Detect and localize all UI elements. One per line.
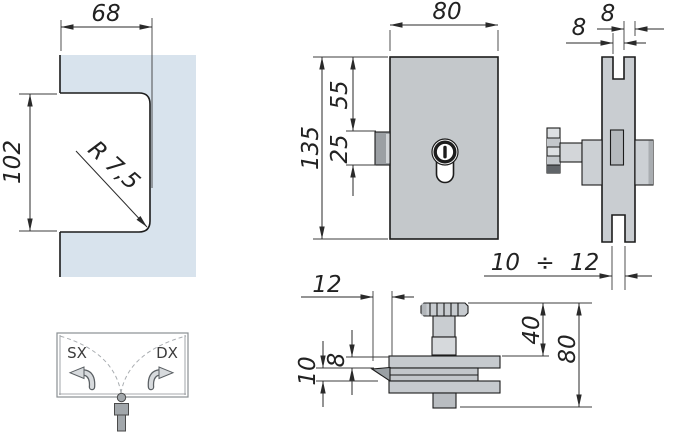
side-inner-plate xyxy=(609,129,625,166)
swing-arc-right xyxy=(120,335,187,394)
knob-shaft-lower xyxy=(431,336,457,356)
knob-shaft-upper xyxy=(432,315,456,338)
notch-cutout xyxy=(60,92,151,233)
swing-arc-left xyxy=(59,335,122,394)
knob-shaft-side xyxy=(559,142,583,163)
clamp-block-edge xyxy=(648,140,653,185)
person-torso xyxy=(114,403,129,416)
dim-knob-to-plate: 40 xyxy=(519,315,545,344)
dim-latch-height: 25 xyxy=(327,134,353,163)
extension-lines xyxy=(372,291,393,361)
clamp-block-left xyxy=(581,139,603,186)
left-arrow-head xyxy=(68,366,85,380)
handing-indicator: SX DX xyxy=(56,332,189,432)
knob-end-shade xyxy=(421,303,427,316)
dim-overall-depth: 80 xyxy=(555,334,581,363)
dim-top-to-latch: 55 xyxy=(327,80,353,109)
key-slot xyxy=(443,145,447,159)
top-view: 12 8 10 40 80 xyxy=(295,272,592,409)
knob-band xyxy=(547,156,560,165)
knob-knurling xyxy=(547,137,560,166)
extension-lines xyxy=(316,356,389,369)
right-arrow xyxy=(148,370,161,389)
door-leaf-outline xyxy=(56,332,189,398)
knob-knurling-top xyxy=(429,303,459,316)
dim-glass-thickness-range: 10 ÷ 12 xyxy=(491,250,599,276)
dim-gap-plate-thickness: 10 xyxy=(295,356,321,385)
person-head xyxy=(116,392,127,403)
extension-lines xyxy=(460,302,592,408)
handing-right-label: DX xyxy=(156,344,178,362)
bottom-plate xyxy=(388,380,501,394)
side-view: 8 8 10 ÷ 12 xyxy=(484,1,664,290)
dim-glass-width: 68 xyxy=(91,1,120,27)
extension-lines xyxy=(611,246,626,290)
front-view: 80 135 55 25 xyxy=(298,0,499,240)
person-legs xyxy=(117,414,126,432)
extension-lines xyxy=(19,93,57,232)
wedge-gasket xyxy=(370,366,391,383)
top-plate xyxy=(388,355,501,369)
dim-slot-width: 8 xyxy=(572,15,587,41)
dim-front-width: 80 xyxy=(432,0,461,25)
dim-tip-offset: 12 xyxy=(312,272,341,298)
person-figure xyxy=(114,392,129,432)
dim-wall-thickness: 8 xyxy=(601,1,616,27)
handing-left-label: SX xyxy=(67,344,87,362)
knob-band xyxy=(547,138,560,147)
left-arrow xyxy=(82,370,95,389)
right-arrow-head xyxy=(158,366,175,380)
glass-cutout-view: 68 102 R 7,5 xyxy=(0,1,196,277)
radius-leader-line xyxy=(75,150,148,228)
latch-highlight xyxy=(386,134,390,163)
extension-lines xyxy=(612,21,636,54)
cylinder-stub xyxy=(432,392,457,409)
dim-front-height: 135 xyxy=(298,126,324,170)
dim-glass-height: 102 xyxy=(0,140,26,184)
extension-lines xyxy=(389,30,499,51)
knob-band-dark xyxy=(547,165,560,173)
dim-top-plate-thickness: 8 xyxy=(324,353,350,368)
